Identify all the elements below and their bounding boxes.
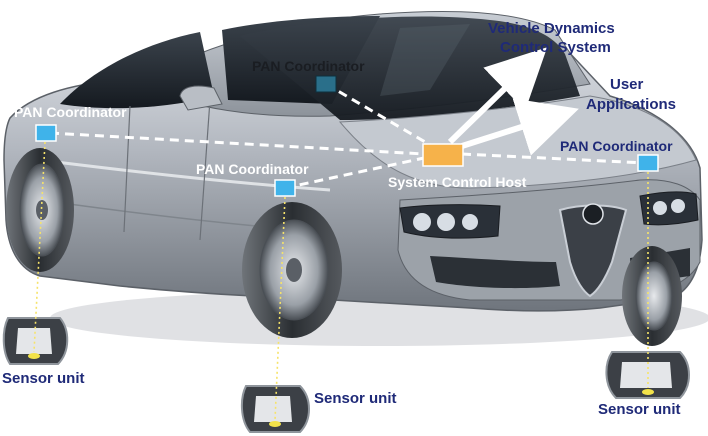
sensor-chip-icon	[28, 353, 40, 359]
pan-coordinator-center-node	[274, 179, 296, 197]
sensor-link-center	[274, 196, 286, 421]
label-user-applications-line2: Applications	[586, 96, 676, 113]
car-side-window	[60, 32, 214, 109]
pan-coordinator-left-node	[35, 124, 57, 142]
label-pan-coordinator-left: PAN Coordinator	[14, 104, 127, 120]
arrow-to-user-applications	[461, 98, 579, 156]
pan-coordinator-roof-node	[315, 75, 337, 93]
link-roof-to-host	[325, 82, 433, 148]
label-sensor-center: Sensor unit	[314, 390, 397, 407]
label-vehicle-dynamics-line2: Control System	[500, 39, 611, 56]
sensor-unit-right	[605, 351, 690, 399]
sensor-link-left	[33, 141, 46, 353]
right-headlight	[639, 191, 699, 226]
host-arrows	[447, 47, 579, 156]
label-pan-coordinator-center: PAN Coordinator	[196, 161, 309, 177]
sensor-links	[33, 141, 649, 421]
car-illustration	[3, 10, 708, 346]
pan-coordinator-right-node	[637, 154, 659, 172]
label-pan-coordinator-roof: PAN Coordinator	[252, 58, 365, 74]
arrow-to-vehicle-dynamics	[447, 47, 548, 145]
network-links	[49, 82, 646, 190]
label-user-applications-line1: User	[610, 76, 644, 93]
system-control-host-node	[422, 143, 464, 167]
link-left-to-host	[49, 131, 425, 156]
front-right-wheel	[622, 246, 682, 346]
label-system-control-host: System Control Host	[388, 174, 527, 190]
sensor-chip-icon	[269, 421, 281, 427]
sensor-unit-center	[240, 385, 310, 433]
label-vehicle-dynamics-line1: Vehicle Dynamics	[488, 20, 615, 37]
car-side-mirror	[179, 85, 223, 111]
front-left-wheel	[242, 202, 342, 338]
rear-left-wheel	[6, 148, 74, 272]
link-center-to-host	[284, 156, 425, 190]
link-host-to-right	[461, 152, 646, 165]
left-headlight	[399, 204, 501, 239]
sensor-unit-left	[2, 317, 69, 365]
sensor-chip-icon	[642, 389, 654, 395]
label-pan-coordinator-right: PAN Coordinator	[560, 138, 673, 154]
label-sensor-left: Sensor unit	[2, 370, 85, 387]
label-sensor-right: Sensor unit	[598, 401, 681, 418]
